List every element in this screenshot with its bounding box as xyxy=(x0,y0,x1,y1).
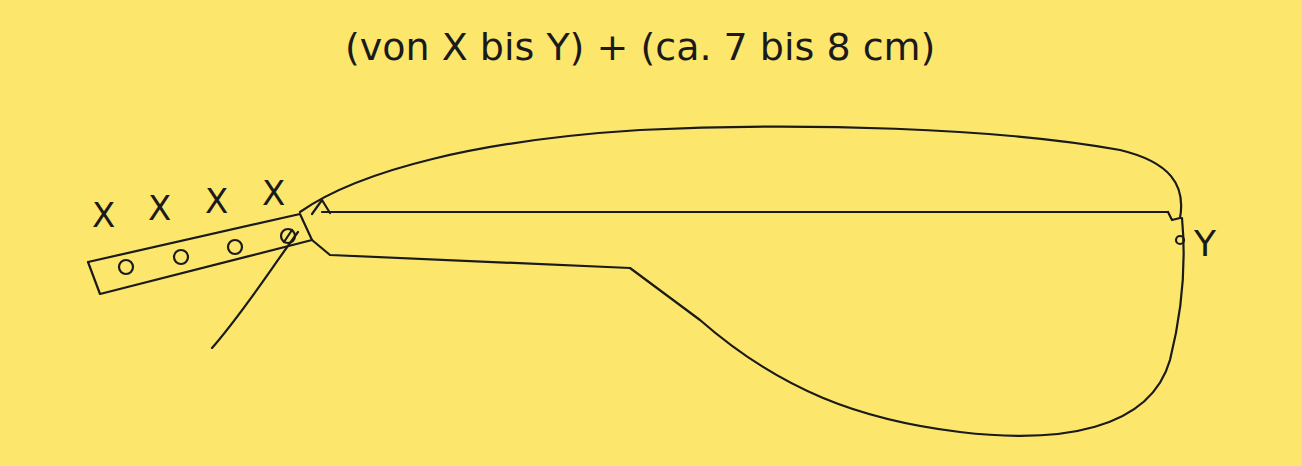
bridge xyxy=(1168,212,1180,220)
point-label: X xyxy=(148,191,171,225)
dimension-note: (von X bis Y) + (ca. 7 bis 8 cm) xyxy=(345,28,935,66)
peg-hole xyxy=(281,229,295,243)
string-line xyxy=(322,211,1168,213)
lute-body-lower xyxy=(312,218,1184,436)
peg-hole xyxy=(174,250,188,264)
body-curve xyxy=(212,232,298,348)
point-label: X xyxy=(92,198,115,232)
end-point xyxy=(1176,236,1184,244)
peg-hole xyxy=(119,260,133,274)
point-label: Y xyxy=(1194,226,1216,262)
lute-body-upper xyxy=(300,127,1181,218)
pegbox xyxy=(88,214,312,294)
peg-hole xyxy=(228,240,242,254)
point-label: X xyxy=(262,176,285,210)
point-label: X xyxy=(205,184,228,218)
